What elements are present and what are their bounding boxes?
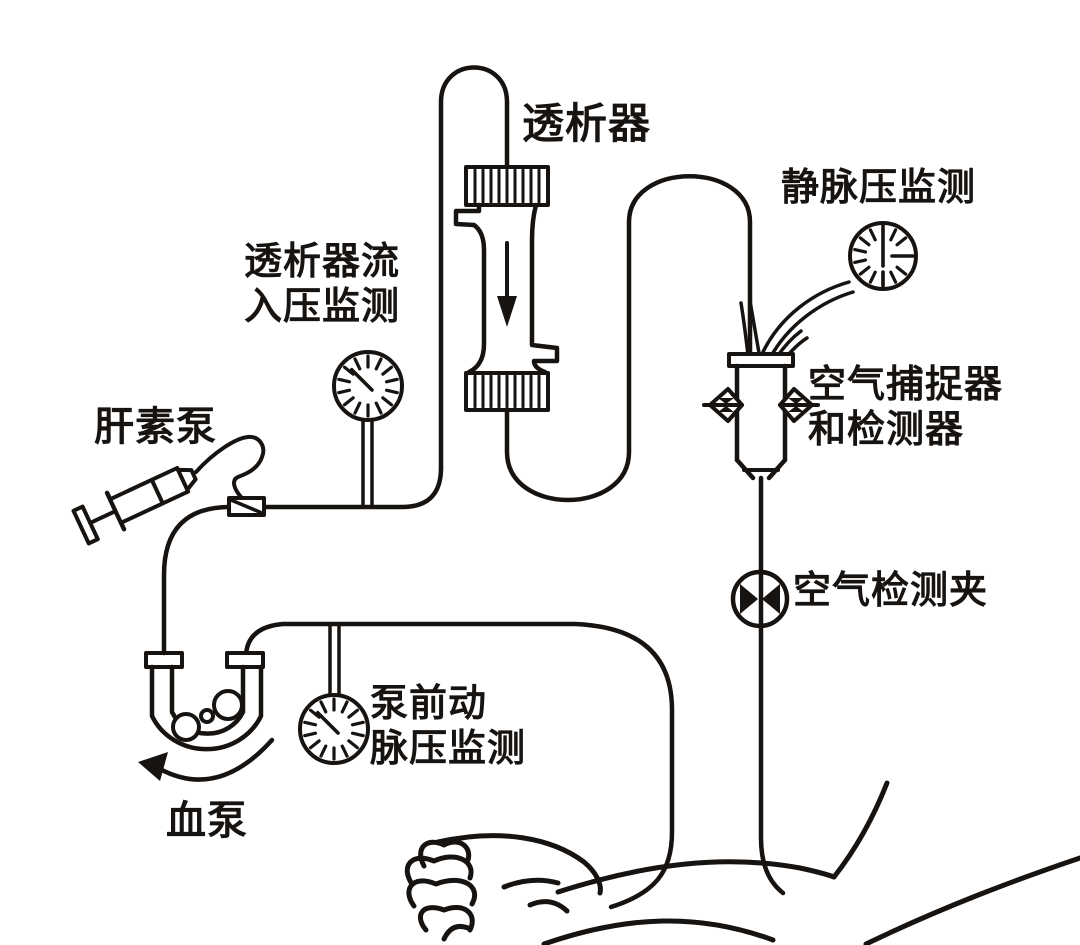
label-prepump-line2: 脉压监测	[370, 727, 527, 770]
blood-pump-icon	[138, 651, 275, 782]
label-airtrap-line1: 空气捕捉器	[808, 364, 1004, 406]
label-inflow-line1: 透析器流	[243, 241, 400, 283]
air-detector-clamp-icon	[730, 569, 790, 629]
label-heparin-pump: 肝素泵	[94, 404, 217, 449]
venous-return-tubing	[758, 475, 786, 896]
pump-roller-left	[171, 712, 201, 742]
label-dialyzer-inflow-monitor: 透析器流 入压监测	[226, 240, 418, 330]
dialyzer-to-airtrap-tubing	[504, 174, 753, 503]
clenched-fist	[404, 839, 477, 942]
heparin-syringe-icon	[71, 434, 266, 546]
upper-arm-outline	[863, 855, 1080, 945]
label-airtrap-line2: 和检测器	[808, 408, 965, 451]
venous-pressure-gauge-icon	[848, 221, 918, 291]
venous-gauge-tube	[739, 280, 855, 363]
prepump-pressure-gauge-icon	[298, 693, 370, 765]
label-air-trap: 空气捕捉器 和检测器	[808, 363, 1003, 453]
prepump-gauge-stem	[328, 622, 341, 698]
pump-to-dialyzer-tubing	[438, 65, 510, 471]
wrist-crease-1	[501, 877, 561, 890]
dialyzer-icon	[453, 165, 560, 412]
flow-direction-arrowhead	[497, 296, 517, 327]
label-prepump-line1: 泵前动	[370, 683, 488, 725]
air-trap-icon	[702, 352, 820, 481]
forearm-bottom-outline	[541, 918, 776, 945]
wrist-crease-2	[527, 899, 570, 914]
label-dialyzer: 透析器	[522, 102, 652, 148]
pump-to-heparin-tubing	[161, 465, 444, 656]
inflow-pressure-gauge-icon	[332, 350, 404, 422]
air-detector-left	[702, 387, 744, 423]
forearm-top-outline	[555, 859, 837, 895]
pump-rotation-arrowhead	[138, 752, 168, 781]
label-air-detector-clamp: 空气检测夹	[793, 570, 989, 612]
pump-rotation-arrow	[157, 737, 275, 782]
pump-hub	[199, 708, 215, 724]
patient-arm-illustration	[404, 780, 1080, 945]
label-prepump-monitor: 泵前动 脉压监测	[370, 682, 526, 772]
pump-roller-right	[212, 689, 244, 721]
label-blood-pump: 血泵	[166, 798, 248, 843]
inflow-gauge-stem	[361, 418, 374, 507]
air-detector-right	[778, 387, 820, 423]
label-inflow-line2: 入压监测	[243, 285, 400, 328]
elbow-outline	[831, 780, 890, 880]
heparin-tube	[194, 434, 266, 499]
label-venous-pressure-monitor: 静脉压监测	[781, 167, 977, 209]
arterial-tubing	[243, 621, 675, 910]
